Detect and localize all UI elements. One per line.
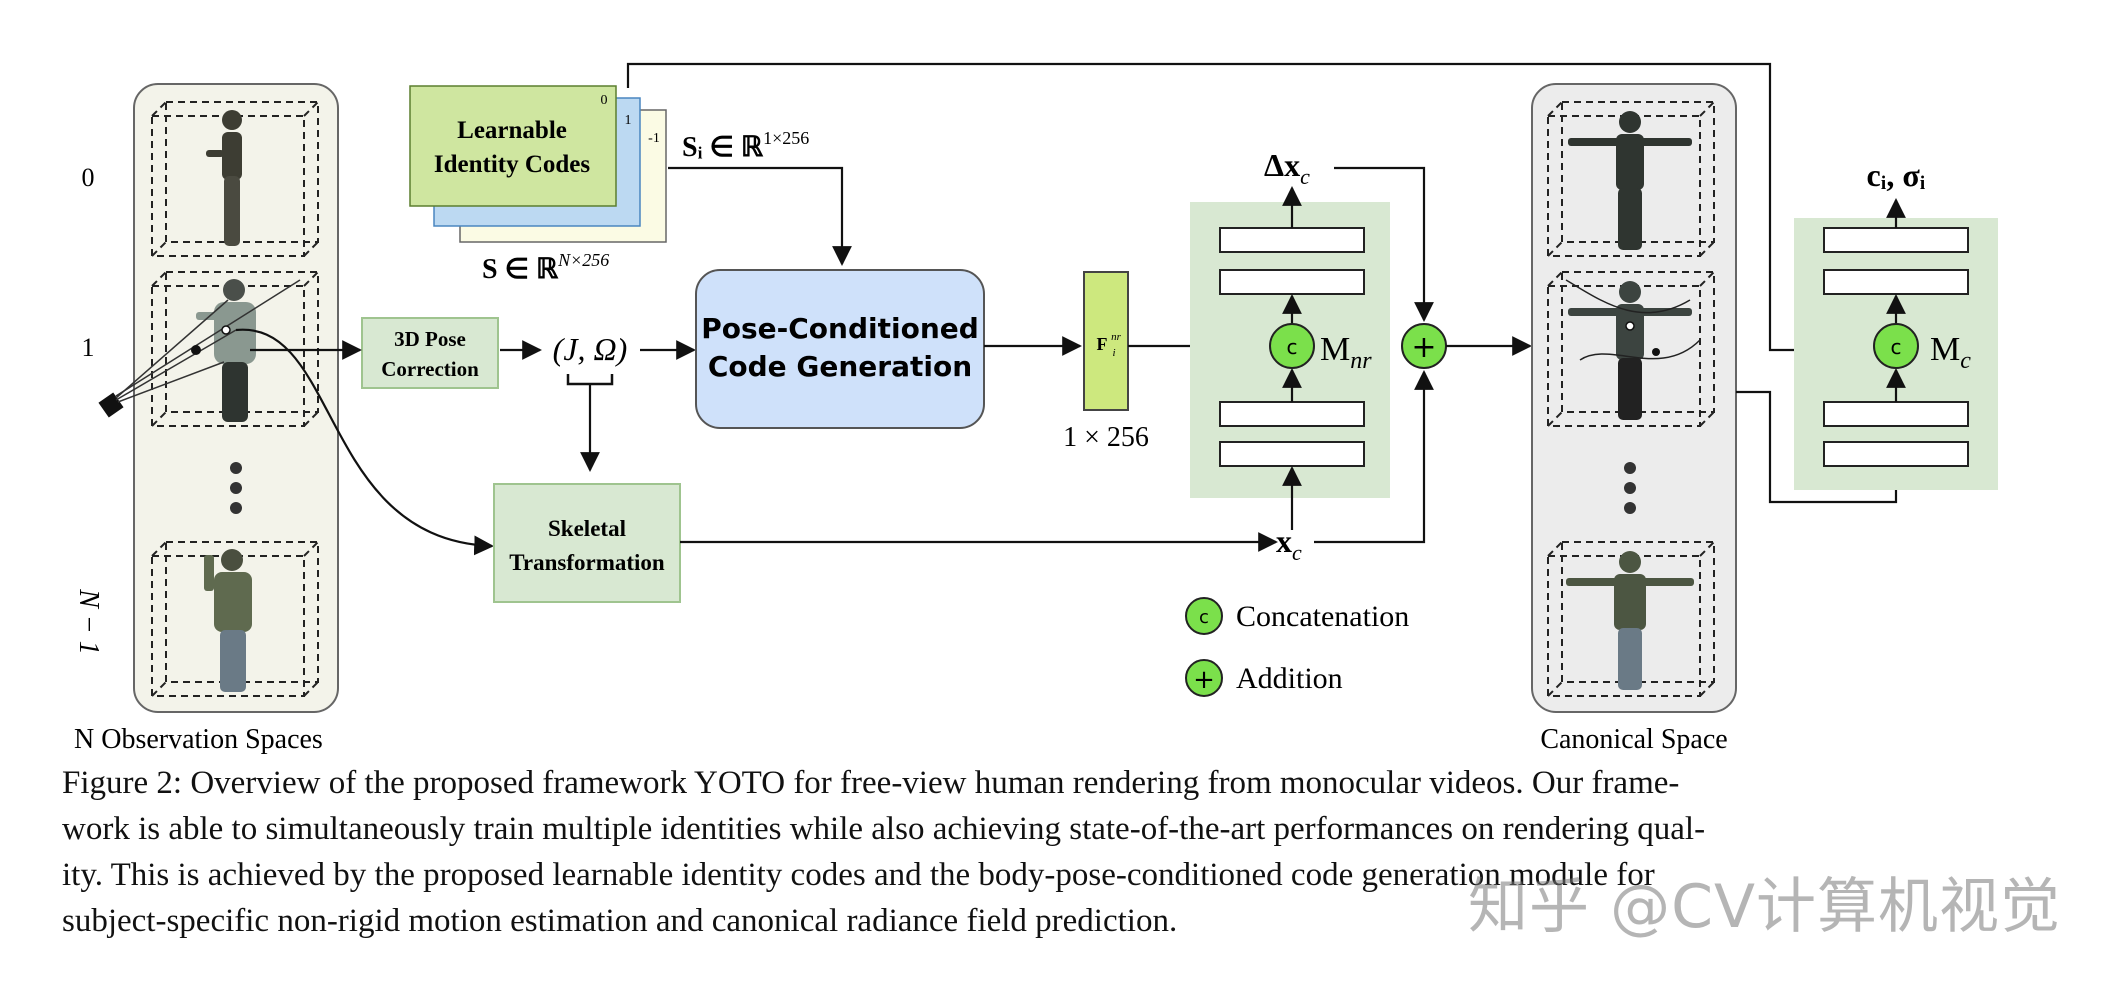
row-label-0: 0 <box>82 163 95 192</box>
canonical-figure-n-icon <box>1566 551 1694 690</box>
concat-node-mc-icon: c <box>1873 323 1919 369</box>
skeletal-transformation-box: Skeletal Transformation <box>493 483 681 603</box>
j-bracket <box>566 374 614 386</box>
human-figure-0-icon <box>206 110 242 246</box>
legend-add-label: Addition <box>1236 662 1343 695</box>
ellipsis-dot <box>1624 482 1636 494</box>
xc-label: xc <box>1276 523 1302 565</box>
delta-to-add-arrow <box>1334 166 1434 322</box>
addition-node-icon: + <box>1401 323 1447 369</box>
svg-text:Pose-Conditioned: Pose-Conditioned <box>701 312 979 345</box>
legend: c Concatenation + Addition <box>1185 597 1409 697</box>
svg-text:nr: nr <box>1111 331 1122 343</box>
svg-text:c: c <box>1891 335 1902 359</box>
svg-text:F: F <box>1097 334 1108 354</box>
si-to-codegen-arrow <box>668 166 852 266</box>
legend-add-icon <box>1185 659 1223 697</box>
m-nr-label: Mnr <box>1320 331 1372 374</box>
feature-dim-label: 1 × 256 <box>1063 422 1149 453</box>
row-label-1: 1 <box>82 333 95 362</box>
delta-xc-label: Δxc <box>1264 147 1310 189</box>
ellipsis-dot <box>230 462 242 474</box>
svg-text:c: c <box>1199 607 1209 628</box>
canonical-space-panel <box>1531 83 1737 713</box>
observation-to-skeletal-arrow <box>235 328 494 556</box>
concat-node-mnr-icon: c <box>1269 323 1315 369</box>
code-generation-box: Pose-Conditioned Code Generation <box>695 269 985 429</box>
ellipsis-dot <box>230 502 242 514</box>
svg-text:Skeletal: Skeletal <box>548 516 626 541</box>
svg-text:+: + <box>1411 330 1436 365</box>
svg-text:Transformation: Transformation <box>509 550 665 575</box>
legend-concat-label: Concatenation <box>1236 600 1409 633</box>
caption-line: ity. This is achieved by the proposed le… <box>62 857 1655 893</box>
ellipsis-dot <box>230 482 242 494</box>
ellipsis-dot <box>1624 502 1636 514</box>
framework-diagram: 0 1 N − 1 <box>73 62 1998 755</box>
m-c-label: Mc <box>1930 331 1971 374</box>
j-omega-label: (J, Ω) <box>553 331 628 367</box>
svg-text:+: + <box>1193 665 1215 695</box>
xc-to-add-arrow <box>1314 370 1434 544</box>
ellipsis-dot <box>1624 462 1636 474</box>
svg-text:c: c <box>1287 335 1298 359</box>
pose-correction-box: 3D Pose Correction <box>361 317 499 389</box>
watermark: 知乎 @CV计算机视觉 <box>1468 872 2062 942</box>
identity-codes-title-2: Identity Codes <box>434 151 591 178</box>
identity-codes-title-1: Learnable <box>457 117 567 144</box>
svg-text:i: i <box>1112 347 1115 359</box>
identity-index-back: -1 <box>648 131 660 146</box>
output-label: cᵢ, σᵢ <box>1867 157 1926 193</box>
canonical-figure-1-icon <box>1565 279 1701 420</box>
figure-caption: Figure 2: Overview of the proposed frame… <box>62 760 2022 944</box>
caption-line: Figure 2: Overview of the proposed frame… <box>62 765 1680 801</box>
caption-line: subject-specific non-rigid motion estima… <box>62 903 1178 939</box>
row-label-n-minus-1: N − 1 <box>73 588 104 655</box>
s-i-label: Sᵢ ∈ ℝ1×256 <box>682 128 809 163</box>
human-figure-1-icon <box>196 279 256 422</box>
identity-codes-stack: 0 1 -1 Learnable Identity Codes <box>409 85 667 243</box>
observation-spaces-panel <box>133 83 339 713</box>
canonical-figure-0-icon <box>1568 111 1692 250</box>
s-matrix-label: S ∈ ℝN×256 <box>482 250 609 285</box>
feature-vector: F nr i <box>1083 271 1129 411</box>
canonical-to-mc-arrow <box>1736 390 1906 504</box>
svg-text:Code Generation: Code Generation <box>708 350 972 383</box>
caption-line: work is able to simultaneously train mul… <box>62 811 1706 847</box>
identity-index-0: 0 <box>601 93 608 108</box>
legend-concat-icon <box>1185 597 1223 635</box>
canonical-space-label: Canonical Space <box>1540 724 1727 755</box>
observation-spaces-label: N Observation Spaces <box>74 724 323 755</box>
human-figure-n-icon <box>204 549 252 692</box>
svg-text:3D Pose: 3D Pose <box>394 327 466 351</box>
svg-text:Correction: Correction <box>381 357 479 381</box>
camera-icon <box>98 279 301 418</box>
identity-index-1: 1 <box>625 113 632 128</box>
